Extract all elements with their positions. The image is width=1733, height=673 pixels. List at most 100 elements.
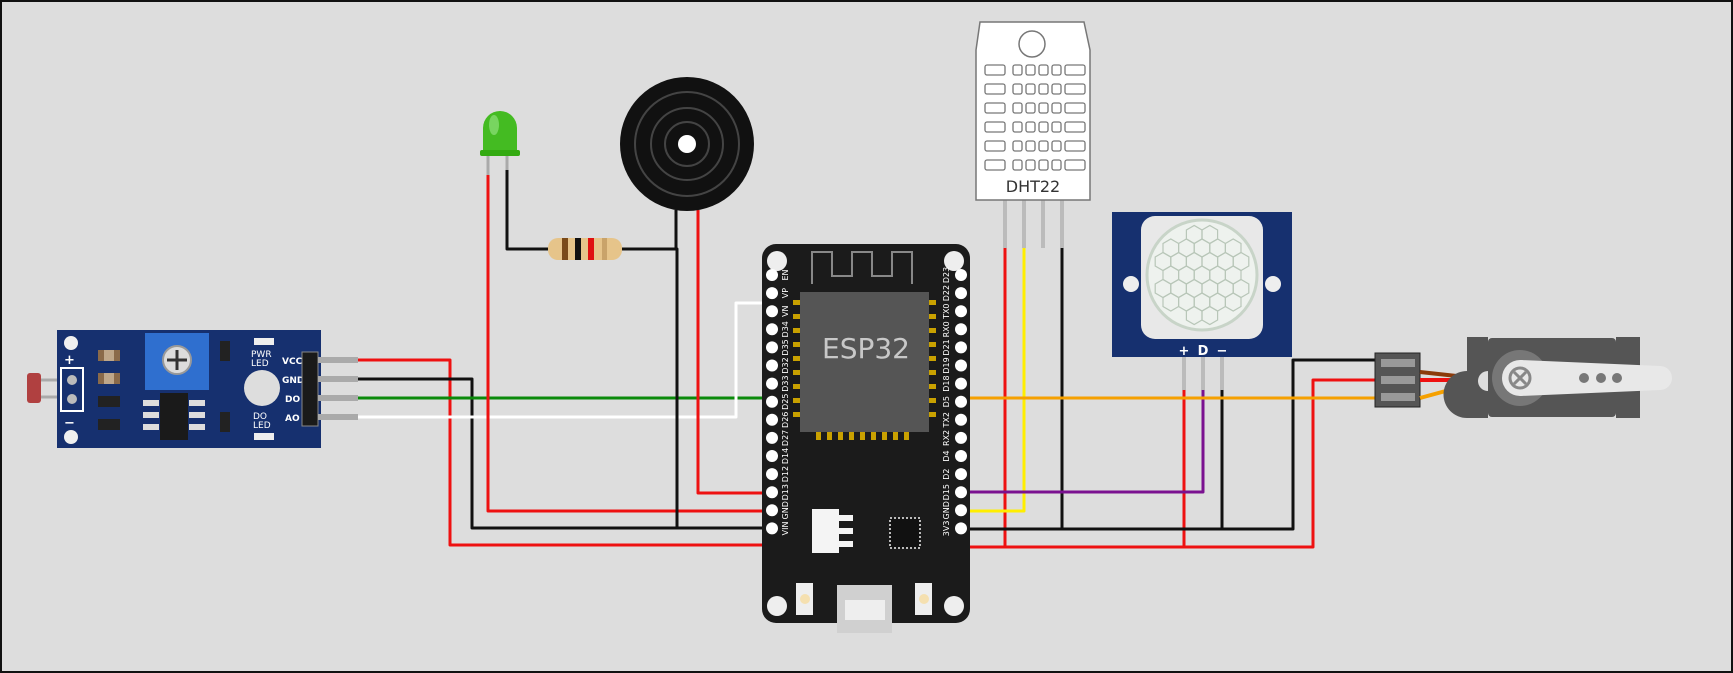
esp32-pin-label: VP	[781, 288, 790, 298]
esp32-pin-label: D27	[781, 430, 790, 446]
pwr-led-label: PWR	[251, 350, 272, 360]
ldr-minus-sign: −	[64, 416, 75, 431]
esp32-pin-vin[interactable]	[766, 522, 778, 535]
esp32-module	[800, 292, 929, 432]
esp32-pin-label: RX2	[942, 430, 951, 446]
esp32-pin-label: EN	[781, 269, 790, 280]
esp32-pin-d33[interactable]	[766, 377, 778, 390]
esp32-pin-tx2[interactable]	[955, 413, 967, 426]
esp32-pin-gnd[interactable]	[955, 504, 967, 517]
esp32-pin-d22[interactable]	[955, 287, 967, 300]
ldr-pin-header-gnd[interactable]	[318, 376, 358, 382]
pir-dome	[1145, 218, 1259, 332]
ldr-pin-header-vcc[interactable]	[318, 357, 358, 363]
esp32-pin-d2[interactable]	[955, 468, 967, 481]
do-led-label: DO	[253, 412, 267, 422]
esp32-pin-en[interactable]	[766, 269, 778, 281]
esp32-pin-d25[interactable]	[766, 395, 778, 408]
esp32-pin-d27[interactable]	[766, 431, 778, 444]
wire-ldr-vcc[interactable]	[318, 358, 772, 547]
wire-servo-gnd[interactable]	[958, 358, 1380, 531]
ldr-pin-header-do[interactable]	[318, 395, 358, 401]
esp32-pin-vn[interactable]	[766, 305, 778, 318]
ldr-pin-ao: AO	[285, 414, 300, 424]
wire-buzzer-pos[interactable]	[696, 210, 772, 495]
esp32-pin-label: D23	[942, 267, 951, 283]
servo-motor[interactable]	[1374, 337, 1672, 418]
esp32-pin-label: RX0	[942, 321, 951, 337]
esp32-pin-d13[interactable]	[766, 486, 778, 499]
wires	[318, 168, 1380, 549]
ldr-pin-gnd: GND	[282, 376, 304, 386]
esp32-pin-label: D33	[781, 375, 790, 391]
esp32-pin-label: D22	[942, 285, 951, 301]
wire-ldr-ao[interactable]	[318, 301, 772, 419]
esp32-pin-label: D12	[781, 466, 790, 482]
esp32-pin-label: D2	[942, 468, 951, 479]
esp32-pin-label: D15	[942, 484, 951, 500]
led-body	[483, 111, 517, 156]
esp32-pin-label: 3V3	[942, 521, 951, 537]
dht22-sensor[interactable]: DHT22	[975, 21, 1091, 248]
pir-pin-gnd: −	[1217, 344, 1228, 359]
esp32-pin-d26[interactable]	[766, 413, 778, 426]
esp32-pin-label: TX2	[942, 412, 951, 428]
dht22-grille	[984, 64, 1086, 171]
esp32-pin-label: D4	[942, 450, 951, 461]
esp32-pin-d18[interactable]	[955, 377, 967, 390]
wire-pir-data[interactable]	[958, 387, 1205, 494]
wire-servo-vcc[interactable]	[958, 378, 1380, 549]
esp32-pin-label: D26	[781, 412, 790, 428]
esp32-pin-label: GND	[781, 501, 790, 519]
green-led[interactable]	[480, 111, 520, 175]
esp32-pin-d23[interactable]	[955, 269, 967, 281]
esp32-pin-label: D5	[942, 396, 951, 407]
pir-sensor[interactable]: + D −	[1112, 212, 1292, 390]
buzzer[interactable]	[620, 77, 754, 211]
esp32-pin-label: D34	[781, 321, 790, 337]
esp32-pin-rx0[interactable]	[955, 323, 967, 336]
esp32-pin-label: D32	[781, 357, 790, 373]
esp32-pin-d14[interactable]	[766, 450, 778, 462]
pir-pin-vcc: +	[1179, 344, 1190, 359]
esp32-pin-d15[interactable]	[955, 486, 967, 499]
wire-dht-data[interactable]	[958, 246, 1026, 513]
wire-led-cathode[interactable]	[505, 168, 548, 251]
esp32-pin-vp[interactable]	[766, 287, 778, 300]
ldr-pin-vcc: VCC	[282, 357, 303, 367]
esp32-pin-label: D13	[781, 484, 790, 500]
esp32-pin-label: D14	[781, 448, 790, 464]
esp32-board[interactable]: ESP32 ENVPVND34D35D32D33D25D26D27D14D12D…	[762, 244, 970, 633]
ldr-pin-header-ao[interactable]	[318, 414, 358, 420]
esp32-pin-rx2[interactable]	[955, 431, 967, 444]
esp32-pin-gnd[interactable]	[766, 504, 778, 517]
esp32-pin-d4[interactable]	[955, 450, 967, 462]
esp32-pin-d34[interactable]	[766, 323, 778, 336]
esp32-pin-d35[interactable]	[766, 341, 778, 354]
esp32-pin-label: VIN	[781, 521, 790, 535]
dht22-label: DHT22	[1006, 177, 1060, 196]
wire-ldr-gnd[interactable]	[318, 377, 772, 530]
esp32-pin-d12[interactable]	[766, 468, 778, 481]
esp32-chip-label: ESP32	[822, 332, 910, 365]
pwr-led-label-2: LED	[251, 359, 269, 369]
ldr-indicator	[244, 370, 280, 406]
esp32-pin-d32[interactable]	[766, 359, 778, 372]
esp32-pin-d21[interactable]	[955, 341, 967, 354]
esp32-antenna	[811, 251, 913, 284]
esp32-pin-label: VN	[781, 305, 790, 316]
resistor[interactable]	[548, 238, 622, 260]
ldr-sensor-module[interactable]: + − PWR LED DO LED VCC	[27, 330, 358, 448]
esp32-pin-tx0[interactable]	[955, 305, 967, 318]
esp32-pin-label: D21	[942, 339, 951, 355]
voltage-regulator	[812, 509, 839, 553]
esp32-pin-label: D19	[942, 357, 951, 373]
photoresistor	[27, 373, 41, 403]
pir-fresnel-lens	[1154, 224, 1250, 326]
esp32-pin-label: D18	[942, 375, 951, 391]
esp32-pin-3v3[interactable]	[955, 522, 967, 535]
esp32-pin-d19[interactable]	[955, 359, 967, 372]
do-led-label-2: LED	[253, 421, 271, 431]
esp32-pin-d5[interactable]	[955, 395, 967, 408]
